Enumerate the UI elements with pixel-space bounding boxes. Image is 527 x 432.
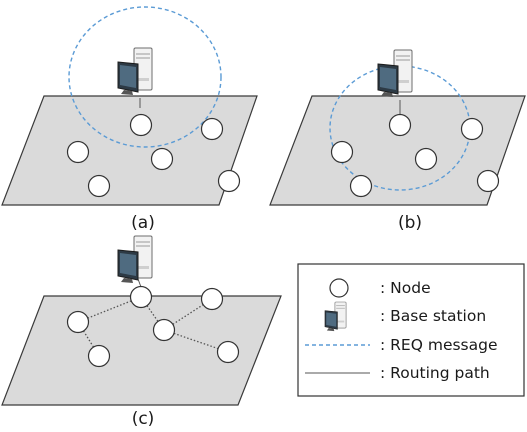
node — [349, 174, 373, 198]
node — [200, 287, 224, 311]
legend-label-routing-path: : Routing path — [380, 364, 490, 382]
routing-path — [163, 329, 229, 353]
legend-label-req-message: : REQ message — [380, 336, 498, 354]
panel-c: (c) — [1, 235, 282, 429]
panel-caption: (b) — [398, 213, 422, 233]
base-station-icon — [117, 235, 153, 284]
node — [200, 117, 224, 141]
legend-label-node: : Node — [380, 279, 431, 297]
legend: : Node : Base station : REQ message : Ro… — [297, 263, 525, 397]
node — [460, 117, 484, 141]
node — [476, 169, 500, 193]
node — [66, 310, 90, 334]
base-station-icon — [377, 49, 413, 98]
panel-caption: (a) — [131, 213, 155, 233]
node — [414, 147, 438, 171]
node — [66, 140, 90, 164]
panel-a: (a) — [1, 6, 258, 233]
network-plane — [1, 295, 282, 406]
node — [87, 344, 111, 368]
node — [150, 147, 174, 171]
routing-path — [163, 298, 213, 331]
network-plane — [1, 95, 258, 206]
node — [87, 174, 111, 198]
node — [330, 140, 354, 164]
node — [129, 113, 153, 137]
panel-caption: (c) — [132, 409, 155, 429]
legend-node-symbol — [329, 278, 349, 298]
legend-label-base-station: : Base station — [380, 307, 486, 325]
node — [217, 169, 241, 193]
node — [152, 318, 176, 342]
routing-path — [77, 296, 142, 323]
panel-b: (b) — [269, 49, 526, 233]
node — [129, 285, 153, 309]
node — [216, 340, 240, 364]
network-plane — [269, 95, 526, 206]
base-station-icon — [117, 47, 153, 96]
node — [388, 113, 412, 137]
req-message-range — [68, 6, 222, 148]
